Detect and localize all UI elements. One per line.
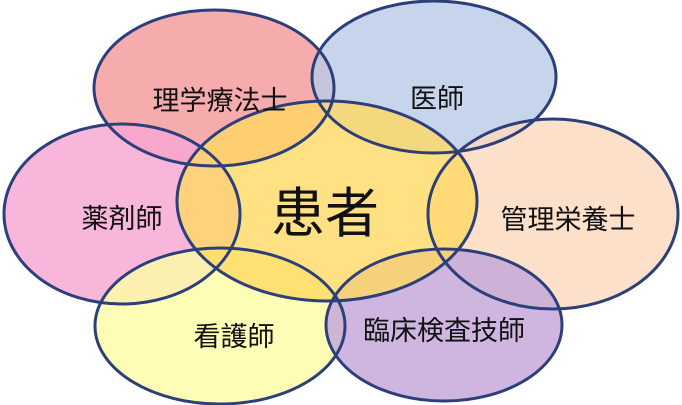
outline-nurse [93, 246, 347, 405]
outline-lab-technician [324, 247, 564, 403]
outline-physical-therapist [92, 8, 336, 168]
label-lab-technician: 臨床検査技師 [363, 316, 525, 347]
label-patient: 患者 [271, 182, 379, 245]
label-physical-therapist: 理学療法士 [153, 86, 288, 117]
label-pharmacist: 薬剤師 [82, 204, 163, 235]
label-dietitian: 管理栄養士 [501, 205, 636, 236]
outline-center [175, 99, 479, 303]
outline-doctor [310, 0, 558, 155]
label-nurse: 看護師 [194, 322, 275, 353]
outline-dietitian [426, 117, 680, 311]
label-doctor: 医師 [410, 84, 464, 115]
outline-pharmacist [2, 122, 242, 306]
